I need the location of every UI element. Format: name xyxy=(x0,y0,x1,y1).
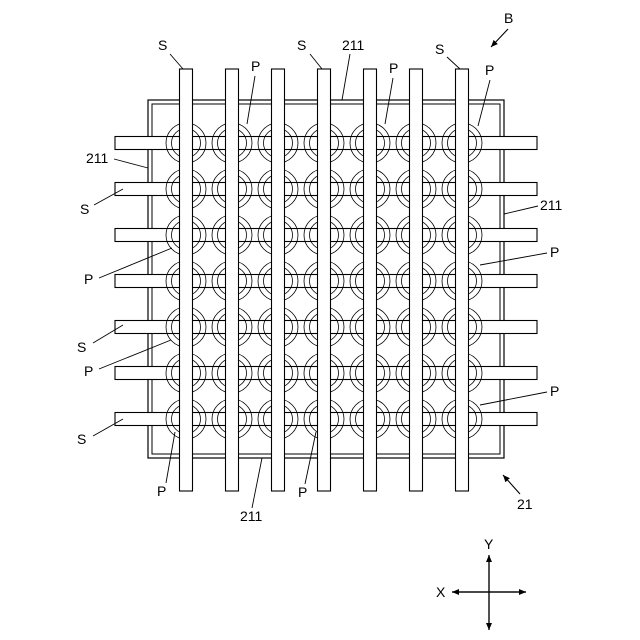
label-b: B xyxy=(504,11,513,25)
leader-211-bottom xyxy=(252,458,262,508)
leader-s-top-1 xyxy=(170,54,183,69)
label-21: 21 xyxy=(517,497,533,511)
vertical-strip-4 xyxy=(318,69,331,491)
leader-s-left-3 xyxy=(93,419,123,436)
leader-211-right xyxy=(504,206,538,214)
axis-label-x: X xyxy=(436,585,445,599)
leader-s-top-3 xyxy=(447,57,460,69)
axis-indicator xyxy=(452,555,526,630)
label-p-top-3: P xyxy=(485,63,494,77)
leader-s-top-2 xyxy=(310,54,322,69)
label-p-left-1: P xyxy=(84,272,93,286)
leader-p-top-2 xyxy=(385,78,393,124)
label-p-bottom-2: P xyxy=(298,485,307,499)
label-211-top: 211 xyxy=(342,38,364,52)
label-p-top-1: P xyxy=(251,59,260,73)
label-s-top-3: S xyxy=(435,42,444,56)
label-211-left: 211 xyxy=(86,151,108,165)
leader-arrow-21 xyxy=(503,475,520,494)
vertical-strip-5 xyxy=(364,69,377,491)
label-211-right: 211 xyxy=(540,198,562,212)
leader-arrow-b xyxy=(491,29,508,47)
label-p-left-2: P xyxy=(84,364,93,378)
label-s-top-2: S xyxy=(297,38,306,52)
leader-s-left-1 xyxy=(94,189,123,205)
leader-p-right-1 xyxy=(480,253,547,265)
leader-211-top xyxy=(342,54,350,100)
label-s-left-1: S xyxy=(80,202,89,216)
label-s-left-2: S xyxy=(77,340,86,354)
vertical-strip-3 xyxy=(272,69,285,491)
leader-p-left-2 xyxy=(99,340,171,369)
label-211-bottom: 211 xyxy=(240,509,262,523)
label-p-bottom-1: P xyxy=(157,484,166,498)
label-p-right-1: P xyxy=(550,245,559,259)
vertical-strip-6 xyxy=(410,69,423,491)
axis-label-y: Y xyxy=(484,537,493,551)
label-p-top-2: P xyxy=(389,61,398,75)
label-s-left-3: S xyxy=(77,432,86,446)
vertical-strip-7 xyxy=(456,69,469,491)
leader-211-left xyxy=(114,159,148,168)
leader-p-left-1 xyxy=(99,248,172,278)
leader-p-right-2 xyxy=(480,392,547,405)
label-p-right-2: P xyxy=(550,384,559,398)
label-s-top-1: S xyxy=(158,38,167,52)
vertical-strip-1 xyxy=(180,69,193,491)
vertical-strip-2 xyxy=(226,69,239,491)
leader-p-top-3 xyxy=(478,80,490,126)
